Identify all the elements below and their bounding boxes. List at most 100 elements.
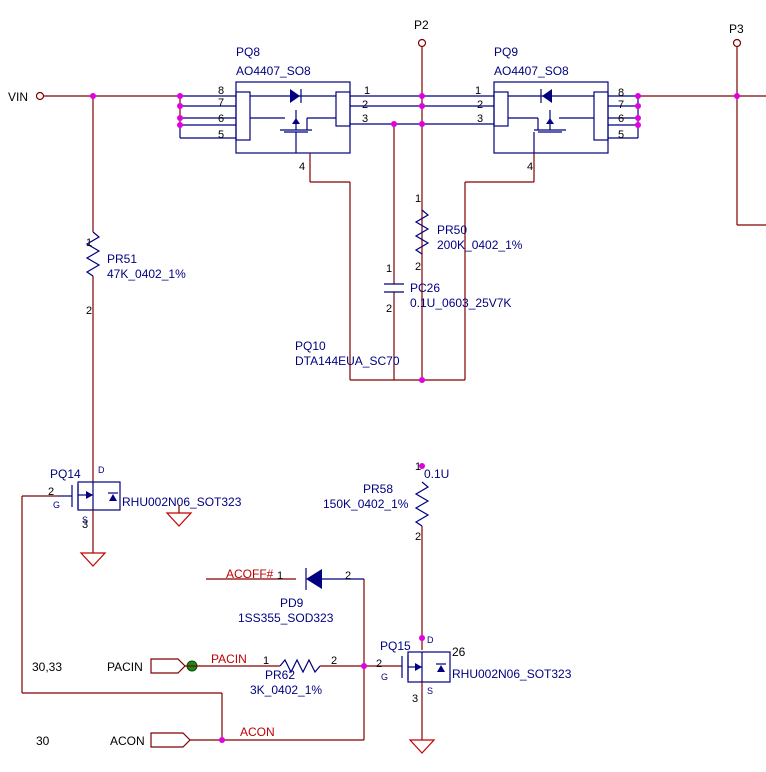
pq8-pin-1: 1 xyxy=(364,85,370,97)
pr51-zigzag xyxy=(85,231,101,277)
pq9-right-rail: 8 7 6 5 P3 xyxy=(608,22,766,226)
pr58-resistor: 1 2 0.1U PR58 150K_0402_1% xyxy=(323,461,449,650)
pq8-body-diode-icon xyxy=(290,89,300,103)
pr58-value: 150K_0402_1% xyxy=(323,497,409,511)
pq15-extra: 26 xyxy=(452,645,466,659)
pq14-drain-label: D xyxy=(98,465,105,475)
pr51-resistor: 1 2 PR51 47K_0402_1% xyxy=(85,231,186,482)
pr50-pin-2: 2 xyxy=(415,261,421,273)
pq15-value: RHU002N06_SOT323 xyxy=(452,667,572,681)
pr58-ref: PR58 xyxy=(363,482,393,496)
vin-label: VIN xyxy=(8,90,28,104)
pacin-port[interactable] xyxy=(150,658,186,674)
pacin-page-ref: 30,33 xyxy=(32,660,62,674)
acon-wire-label: ACON xyxy=(240,725,275,739)
pc26-pin-2: 2 xyxy=(386,303,392,315)
vin-net: VIN xyxy=(8,90,180,232)
pr51-pin-2: 2 xyxy=(86,305,92,317)
pq8-value: AO4407_SO8 xyxy=(236,64,311,78)
pq15-pin-2: 2 xyxy=(376,658,382,670)
pq8-ref: PQ8 xyxy=(236,45,260,59)
pq14-pin-2: 2 xyxy=(48,486,54,498)
pq9-pin-1: 1 xyxy=(475,85,481,97)
pc26-ref: PC26 xyxy=(410,281,440,295)
source-bus: P2 xyxy=(350,18,494,380)
acon-port[interactable] xyxy=(150,732,191,748)
pq15-ref: PQ15 xyxy=(380,639,411,653)
pq15-ground-icon xyxy=(408,739,436,754)
pq9-ref: PQ9 xyxy=(494,45,518,59)
pq8-pin-3: 3 xyxy=(362,113,368,125)
pr50-ref: PR50 xyxy=(437,223,467,237)
pc26-capacitor: 1 2 PC26 0.1U_0603_25V7K xyxy=(384,263,511,315)
pq14-ref: PQ14 xyxy=(50,467,81,481)
pc26-pin-1: 1 xyxy=(386,263,392,275)
pq8-pin-6: 6 xyxy=(218,113,224,125)
pq9-body-diode-icon xyxy=(542,89,552,103)
pq14-ground-icon xyxy=(79,552,107,567)
pd9-diode-icon xyxy=(306,569,322,589)
pr51-pin-1: 1 xyxy=(86,237,92,249)
pq8-mosfet: PQ8 AO4407_SO8 1 2 3 4 xyxy=(235,45,370,173)
pq9-pin-4: 4 xyxy=(527,161,533,173)
pd9-pin-1: 1 xyxy=(277,570,283,582)
pq14-gate-label: G xyxy=(53,500,60,510)
pr62-pin-1: 1 xyxy=(263,655,269,667)
pacin-net: 30,33 PACIN PACIN 1 2 PR62 3K_0402_1% xyxy=(32,652,402,697)
pd9-value: 1SS355_SOD323 xyxy=(238,611,334,625)
pr51-ref: PR51 xyxy=(107,252,137,266)
pq14-ground2-icon xyxy=(165,512,193,527)
pr58-note: 0.1U xyxy=(424,467,449,481)
acon-page-ref: 30 xyxy=(36,734,50,748)
pq9-pin-2: 2 xyxy=(477,99,483,111)
p2-label: P2 xyxy=(414,18,429,32)
pr50-resistor: 1 2 PR50 200K_0402_1% xyxy=(414,193,523,273)
pr50-zigzag xyxy=(414,209,430,255)
pq10-ref: PQ10 xyxy=(295,339,326,353)
pq14-mosfet: PQ14 RHU002N06_SOT323 D G S 2 3 xyxy=(48,465,242,567)
pr50-value: 200K_0402_1% xyxy=(437,238,523,252)
pq15-pin-3: 3 xyxy=(412,693,418,705)
pr50-pin-1: 1 xyxy=(415,193,421,205)
pr62-zigzag xyxy=(279,658,321,674)
pq9-pin-5: 5 xyxy=(618,129,624,141)
p2-testpoint xyxy=(417,38,427,48)
pq14-value: RHU002N06_SOT323 xyxy=(122,495,242,509)
pq14-source-label: S xyxy=(82,515,88,525)
pacin-port-label: PACIN xyxy=(107,660,143,674)
pd9-diode: ACOFF# 1 2 PD9 1SS355_SOD323 xyxy=(206,567,365,740)
pq9-value: AO4407_SO8 xyxy=(494,64,569,78)
pc26-value: 0.1U_0603_25V7K xyxy=(410,296,511,310)
pq9-pin-8: 8 xyxy=(618,87,624,99)
junction-dots xyxy=(90,93,740,743)
vin-terminal xyxy=(35,91,45,101)
pq8-pin-4: 4 xyxy=(299,161,305,173)
pq9-mosfet: PQ9 AO4407_SO8 1 2 3 4 xyxy=(475,45,609,173)
pq8-pin-7: 7 xyxy=(218,97,224,109)
acon-net: 30 ACON ACON xyxy=(36,725,364,748)
pq8-pin-5: 5 xyxy=(218,129,224,141)
acoff-label: ACOFF# xyxy=(226,567,274,581)
pq15-gate-label: G xyxy=(381,672,388,682)
pq15-source-label: S xyxy=(427,686,433,696)
pq8-pin-2: 2 xyxy=(362,99,368,111)
pacin-wire-label: PACIN xyxy=(211,652,247,666)
pr62-pin-2: 2 xyxy=(331,655,337,667)
pr62-value: 3K_0402_1% xyxy=(250,683,322,697)
pq8-pin-8: 8 xyxy=(218,85,224,97)
p3-testpoint xyxy=(732,38,742,48)
pq14-pin-3: 3 xyxy=(82,519,88,531)
pd9-ref: PD9 xyxy=(280,596,304,610)
pr58-zigzag xyxy=(414,481,430,527)
pq10-transistor: PQ10 DTA144EUA_SC70 xyxy=(295,339,400,368)
pr51-value: 47K_0402_1% xyxy=(107,267,186,281)
pq9-pin-3: 3 xyxy=(477,113,483,125)
pr62-ref: PR62 xyxy=(265,668,295,682)
acon-port-label: ACON xyxy=(110,734,145,748)
pq15-drain-label: D xyxy=(427,635,434,645)
pq9-pin-6: 6 xyxy=(618,113,624,125)
pr58-pin-1: 1 xyxy=(415,461,421,473)
pd9-pin-2: 2 xyxy=(345,570,351,582)
gate-tie xyxy=(309,153,535,381)
